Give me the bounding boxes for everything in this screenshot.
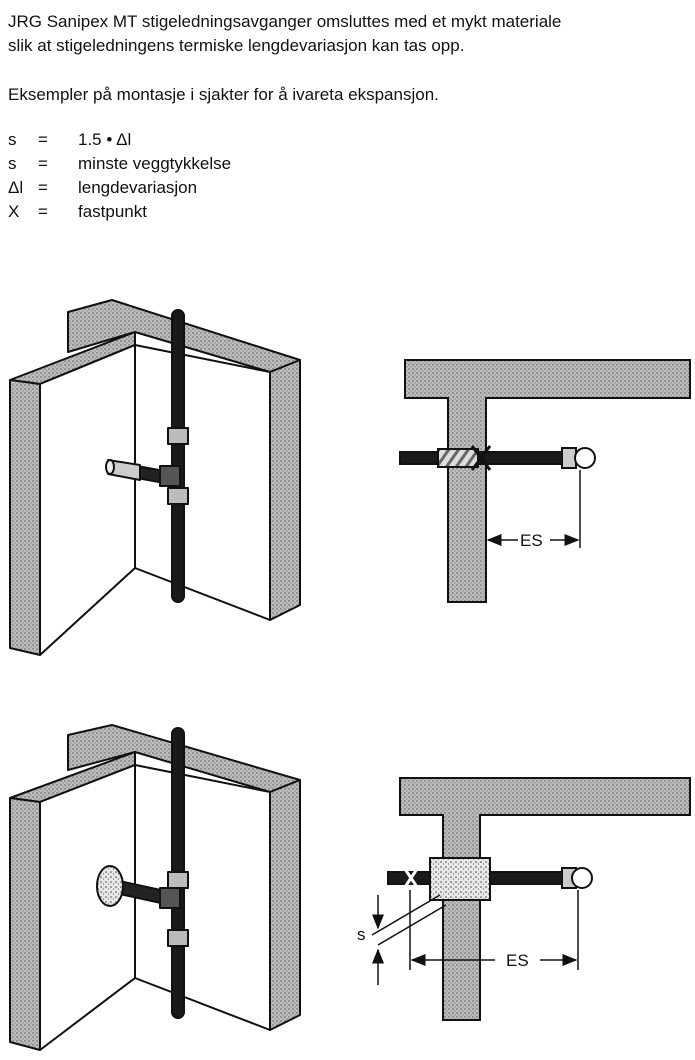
legend-definition: lengdevariasjon xyxy=(78,178,198,197)
iso-shaft-top xyxy=(9,299,301,656)
legend-eq: = xyxy=(38,154,48,173)
legend-symbol: s xyxy=(8,154,17,173)
es-dimension-label: ES xyxy=(520,531,543,550)
iso-shaft-bottom xyxy=(9,724,301,1051)
wall-thickness-label: s xyxy=(357,925,366,944)
legend-definition: 1.5 • Δl xyxy=(78,130,132,149)
legend-symbol: s xyxy=(8,130,17,149)
legend-eq: = xyxy=(38,202,48,221)
es-dimension-label: ES xyxy=(506,951,529,970)
intro-line-1: JRG Sanipex MT stigeledningsavganger oms… xyxy=(8,12,562,31)
legend-eq: = xyxy=(38,130,48,149)
plan-top xyxy=(399,359,691,603)
legend-eq: = xyxy=(38,178,48,197)
legend-definition: fastpunkt xyxy=(78,202,147,221)
legend-symbol: Δl xyxy=(8,178,24,197)
plan-bottom xyxy=(371,777,691,1021)
intro-line-3: Eksempler på montasje i sjakter for å iv… xyxy=(8,85,439,104)
legend-symbol: X xyxy=(8,202,20,221)
intro-line-2: slik at stigeledningens termiske lengdev… xyxy=(8,36,465,55)
legend-definition: minste veggtykkelse xyxy=(78,154,232,173)
